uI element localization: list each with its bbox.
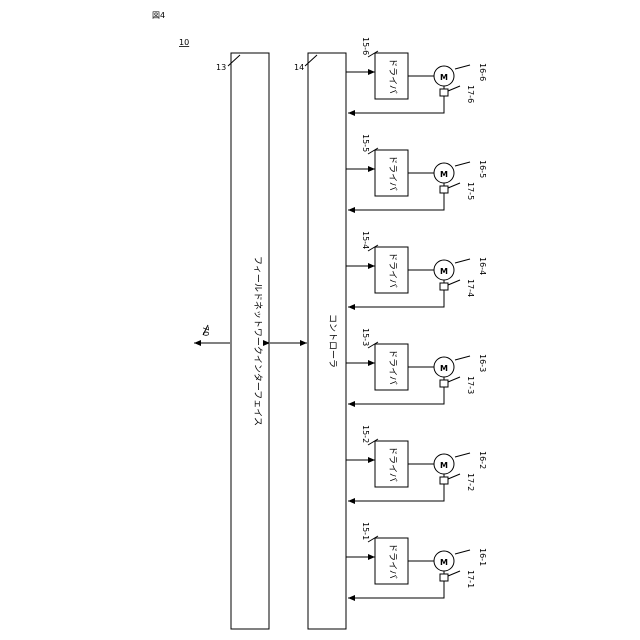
driver-label-15-2: ドライバ — [387, 446, 398, 482]
driver-label-15-1: ドライバ — [387, 543, 398, 579]
motor-leader-15-2 — [455, 453, 470, 457]
figure-label: 図4 — [152, 11, 165, 20]
motor-ref-15-1: 16-1 — [478, 548, 487, 566]
motor-ref-15-2: 16-2 — [478, 451, 487, 469]
driver-ref-15-4: 15-4 — [361, 231, 370, 249]
encoder-leader-15-2 — [448, 474, 460, 479]
encoder-leader-15-5 — [448, 183, 460, 188]
encoder-icon-15-2 — [440, 477, 448, 484]
encoder-ref-15-5: 17-5 — [466, 182, 475, 200]
motor-symbol-15-2: M — [440, 461, 448, 470]
controller-block — [308, 53, 346, 629]
encoder-ref-15-4: 17-4 — [466, 279, 475, 297]
encoder-icon-15-6 — [440, 89, 448, 96]
encoder-ref-15-2: 17-2 — [466, 473, 475, 491]
encoder-leader-15-3 — [448, 377, 460, 382]
fieldnet-interface-label: フィールドネットワークインターフェイス — [252, 256, 263, 426]
driver-label-15-5: ドライバ — [387, 155, 398, 191]
encoder-icon-15-5 — [440, 186, 448, 193]
driver-channels: ドライバ15-6M16-617-6ドライバ15-5M16-517-5ドライバ15… — [346, 37, 487, 598]
motor-symbol-15-5: M — [440, 170, 448, 179]
encoder-icon-15-4 — [440, 283, 448, 290]
encoder-leader-15-4 — [448, 280, 460, 285]
driver-ref-15-1: 15-1 — [361, 522, 370, 540]
controller-ref: 14 — [294, 63, 304, 72]
motor-leader-15-4 — [455, 259, 470, 263]
motor-symbol-15-4: M — [440, 267, 448, 276]
motor-symbol-15-6: M — [440, 73, 448, 82]
driver-label-15-4: ドライバ — [387, 252, 398, 288]
motor-symbol-15-1: M — [440, 558, 448, 567]
motor-leader-15-6 — [455, 65, 470, 69]
driver-label-15-3: ドライバ — [387, 349, 398, 385]
encoder-ref-15-6: 17-6 — [466, 85, 475, 103]
motor-ref-15-4: 16-4 — [478, 257, 487, 275]
encoder-leader-15-1 — [448, 571, 460, 576]
system-reference: 10 — [179, 38, 189, 47]
encoder-ref-15-3: 17-3 — [466, 376, 475, 394]
driver-ref-15-6: 15-6 — [361, 37, 370, 55]
motor-ref-15-5: 16-5 — [478, 160, 487, 178]
fieldnet-interface-block — [231, 53, 269, 629]
motor-ref-15-6: 16-6 — [478, 63, 487, 81]
driver-label-15-6: ドライバ — [387, 58, 398, 94]
encoder-icon-15-3 — [440, 380, 448, 387]
motor-symbol-15-3: M — [440, 364, 448, 373]
motor-ref-15-3: 16-3 — [478, 354, 487, 372]
encoder-leader-15-6 — [448, 86, 460, 91]
motor-leader-15-3 — [455, 356, 470, 360]
driver-ref-15-3: 15-3 — [361, 328, 370, 346]
driver-ref-15-2: 15-2 — [361, 425, 370, 443]
driver-ref-15-5: 15-5 — [361, 134, 370, 152]
motor-leader-15-5 — [455, 162, 470, 166]
controller-label: コントローラ — [327, 314, 338, 368]
encoder-icon-15-1 — [440, 574, 448, 581]
fieldnet-interface-ref: 13 — [216, 63, 226, 72]
encoder-ref-15-1: 17-1 — [466, 570, 475, 588]
motor-leader-15-1 — [455, 550, 470, 554]
